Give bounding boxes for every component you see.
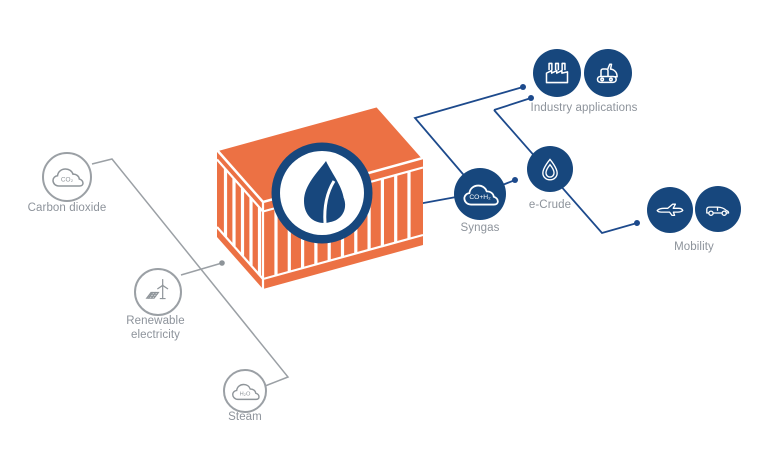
input-connector-lines — [91, 158, 290, 387]
carbon-dioxide-label: Carbon dioxide — [27, 202, 107, 214]
wind-turbine-solar-icon — [145, 279, 169, 300]
excavator-icon — [596, 63, 618, 84]
e-crude-label: e-Crude — [528, 199, 572, 211]
industry-factory-circle — [533, 49, 581, 97]
co2-cloud-icon: CO₂ — [52, 168, 84, 187]
h2o-cloud-icon: H₂O — [232, 383, 260, 400]
oil-droplet-icon — [542, 157, 558, 181]
renewable-electricity-label: Renewable electricity — [126, 315, 185, 342]
syngas-formula: CO+H₂ — [469, 193, 491, 200]
mobility-airplane-circle — [647, 187, 693, 233]
h2o-formula: H₂O — [240, 391, 251, 397]
arrow-dot — [634, 220, 640, 226]
syngas-cloud-icon: CO+H₂ — [463, 184, 499, 205]
co2-steam-connector-line — [91, 158, 290, 387]
blue-arrow-dots — [512, 84, 640, 226]
carbon-dioxide-circle: CO₂ — [42, 152, 92, 202]
flame-emblem — [271, 142, 373, 244]
airplane-icon — [656, 203, 684, 217]
renewable-arrow-dot — [219, 260, 225, 266]
syngas-circle: CO+H₂ — [454, 168, 506, 220]
renewable-electricity-circle — [134, 268, 182, 316]
flame-icon — [304, 161, 346, 224]
industry-applications-label: Industry applications — [530, 102, 638, 114]
arrow-dot — [512, 177, 518, 183]
car-icon — [706, 206, 730, 216]
steam-label: Steam — [228, 411, 262, 423]
co2-formula: CO₂ — [61, 177, 74, 184]
mobility-car-circle — [695, 186, 741, 232]
factory-icon — [545, 62, 569, 84]
renewable-connector-line — [180, 262, 223, 276]
arrow-dot — [520, 84, 526, 90]
ecrude-to-mobility-line — [493, 109, 638, 235]
industry-excavator-circle — [584, 49, 632, 97]
syngas-label: Syngas — [460, 222, 500, 234]
steam-circle: H₂O — [223, 369, 267, 413]
arrow-dot — [528, 95, 534, 101]
reactor-container-illustration — [214, 104, 426, 289]
e-crude-circle — [527, 146, 573, 192]
ecrude-to-industry-line — [493, 97, 532, 111]
mobility-label: Mobility — [674, 241, 714, 253]
syngas-to-industry-line — [413, 86, 524, 195]
